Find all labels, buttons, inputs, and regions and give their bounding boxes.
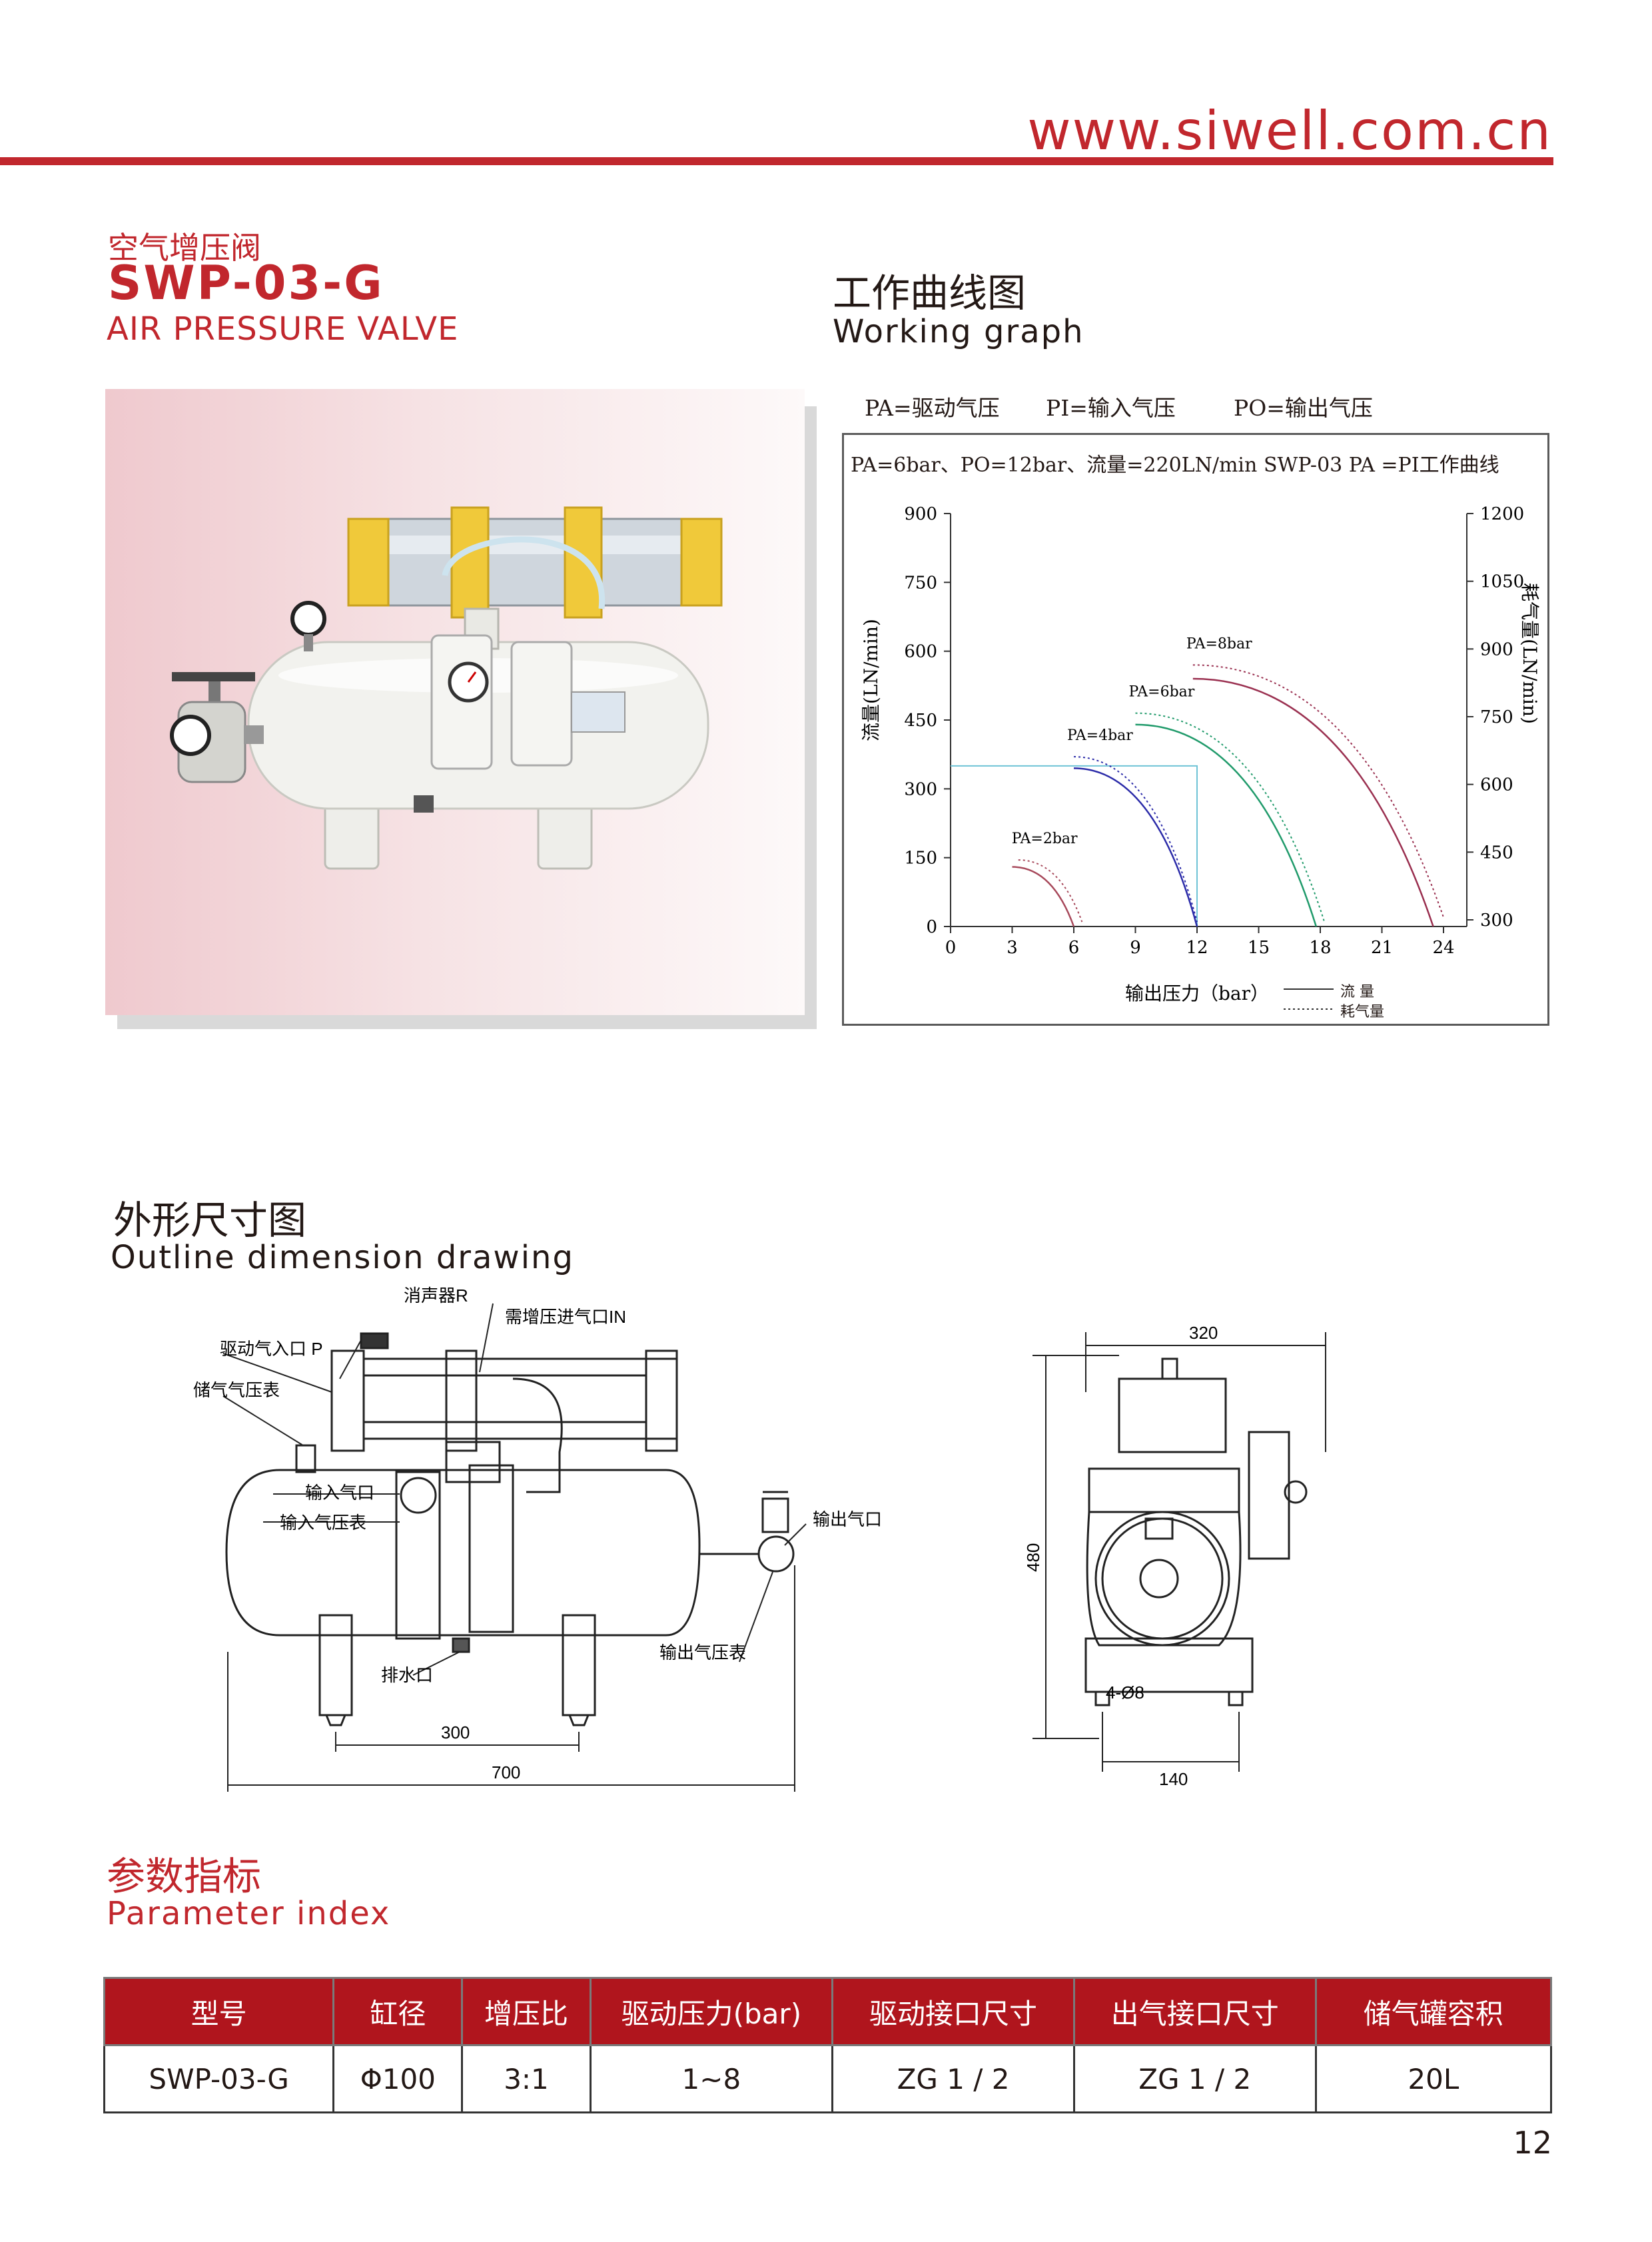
header-rule [0,157,1553,165]
header-model: 型号 [103,1977,335,2046]
outline-heading-cn: 外形尺寸图 [113,1198,307,1243]
working-graph-frame: PA=6bar、PO=12bar、流量=220LN/min SWP-03 PA … [842,433,1549,1026]
series-label-2: PA=6bar [1129,684,1195,701]
legend-po: PO=输出气压 [1234,395,1373,421]
input-gauge-label: 输入气压表 [280,1513,366,1533]
cell-bore: Φ100 [332,2044,464,2113]
dim-480: 480 [1023,1543,1043,1572]
series-label-0: PA=2bar [1012,831,1078,847]
cell-ratio: 3:1 [461,2044,592,2113]
x-tick-label: 24 [1432,938,1454,958]
y-axis-title: 流量(LN/min) [860,619,882,741]
header-outlet-port: 出气接口尺寸 [1072,1977,1317,2046]
parameter-table: 型号 缸径 增压比 驱动压力(bar) 驱动接口尺寸 出气接口尺寸 储气罐容积 … [103,1977,1553,2113]
dim-300: 300 [441,1722,470,1742]
cell-drive-port: ZG 1 / 2 [831,2044,1075,2113]
y-tick-label: 900 [904,504,937,524]
table-row: SWP-03-G Φ100 3:1 1~8 ZG 1 / 2 ZG 1 / 2 … [103,2044,1553,2113]
dim-140: 140 [1159,1769,1188,1789]
y-tick-label: 0 [926,917,937,937]
y-tick-label: 600 [904,642,937,662]
header-bore: 缸径 [332,1977,464,2046]
working-graph-heading-cn: 工作曲线图 [833,270,1027,316]
x-tick-label: 18 [1309,938,1331,958]
consumption-curve-0 [1018,859,1083,923]
dim-320: 320 [1189,1323,1218,1343]
y2-tick-label: 600 [1480,775,1513,795]
series-label-1: PA=4bar [1067,727,1133,744]
table-header-row: 型号 缸径 增压比 驱动压力(bar) 驱动接口尺寸 出气接口尺寸 储气罐容积 [103,1977,1553,2046]
y2-tick-label: 450 [1480,843,1513,863]
holes-label: 4-Ø8 [1106,1682,1144,1702]
key-consumption-label: 耗气量 [1340,1004,1385,1020]
x-tick-label: 3 [1007,938,1018,958]
flow-curve-2 [1135,723,1318,927]
x-tick-label: 6 [1068,938,1080,958]
product-name-cn: 空气增压阀 [108,230,261,266]
legend-pi: PI=输入气压 [1046,395,1176,421]
y-tick-label: 150 [904,849,937,869]
website-url[interactable]: www.siwell.com.cn [1027,100,1552,162]
page-number: 12 [1513,2125,1552,2161]
graph-model-note: SWP-03 PA =PI工作曲线 [1264,454,1499,477]
y-tick-label: 450 [904,711,937,731]
y2-tick-label: 300 [1480,911,1513,931]
y-tick-label: 750 [904,573,937,593]
tank-gauge-label: 储气气压表 [193,1380,280,1400]
product-model: SWP-03-G [108,256,384,310]
y2-tick-label: 900 [1480,639,1513,659]
flow-curve-3 [1192,677,1434,927]
y2-tick-label: 750 [1480,707,1513,727]
key-flow-label: 流 量 [1340,984,1374,1000]
x-tick-label: 0 [945,938,957,958]
outline-heading-en: Outline dimension drawing [111,1239,574,1276]
cell-drive-pressure: 1~8 [589,2044,834,2113]
cell-model: SWP-03-G [103,2044,335,2113]
front-view-drawing: 320 480 140 4-Ø8 [1023,1323,1326,1789]
header-tank-volume: 储气罐容积 [1314,1977,1553,2046]
input-port-label: 输入气口 [305,1483,374,1503]
y-tick-label: 300 [904,779,937,799]
air-booster-illustration [170,506,723,870]
y2-axis-title: 耗气量(LN/min) [1519,583,1541,724]
parameter-heading-en: Parameter index [107,1895,391,1932]
side-view-drawing: 消声器R 需增压进气口IN 驱动气入口 P 储气气压表 输入气口 输入气压表 输… [193,1286,882,1792]
output-port-label: 输出气口 [813,1509,882,1529]
working-curve-chart: 0 3 6 9 12 15 18 21 24 0 150 300 450 600 750 900 300 450 6… [860,504,1541,1010]
consumption-curve-2 [1135,712,1326,923]
muffler-label: 消声器R [404,1286,468,1306]
consumption-curve-1 [1073,756,1198,923]
dim-700: 700 [492,1762,520,1782]
series-label-3: PA=8bar [1186,635,1252,652]
flow-curve-1 [1073,767,1198,927]
x-tick-label: 15 [1248,938,1270,958]
output-gauge-label: 输出气压表 [659,1643,746,1663]
reference-lines [951,765,1198,927]
working-graph-heading-en: Working graph [833,313,1084,350]
y2-tick-label: 1050 [1480,572,1524,592]
header-ratio: 增压比 [461,1977,592,2046]
x-tick-label: 21 [1371,938,1393,958]
flow-curve-0 [1012,866,1075,927]
legend-pa: PA=驱动气压 [865,395,1000,421]
parameter-heading-cn: 参数指标 [107,1854,262,1899]
cell-tank-volume: 20L [1314,2044,1553,2113]
boost-inlet-label: 需增压进气口IN [505,1307,626,1327]
graph-condition: PA=6bar、PO=12bar、流量=220LN/min [851,454,1258,477]
product-photo [105,389,805,1015]
header-drive-port: 驱动接口尺寸 [831,1977,1075,2046]
x-tick-label: 12 [1186,938,1208,958]
drive-inlet-label: 驱动气入口 P [220,1339,323,1359]
cell-outlet-port: ZG 1 / 2 [1072,2044,1317,2113]
consumption-curve-3 [1192,664,1444,918]
x-tick-label: 9 [1130,938,1141,958]
drain-label: 排水口 [381,1665,433,1685]
header-drive-pressure: 驱动压力(bar) [589,1977,834,2046]
x-axis-title: 输出压力（bar） [1125,982,1269,1004]
product-name-en: AIR PRESSURE VALVE [107,310,459,348]
y2-tick-label: 1200 [1480,504,1524,524]
